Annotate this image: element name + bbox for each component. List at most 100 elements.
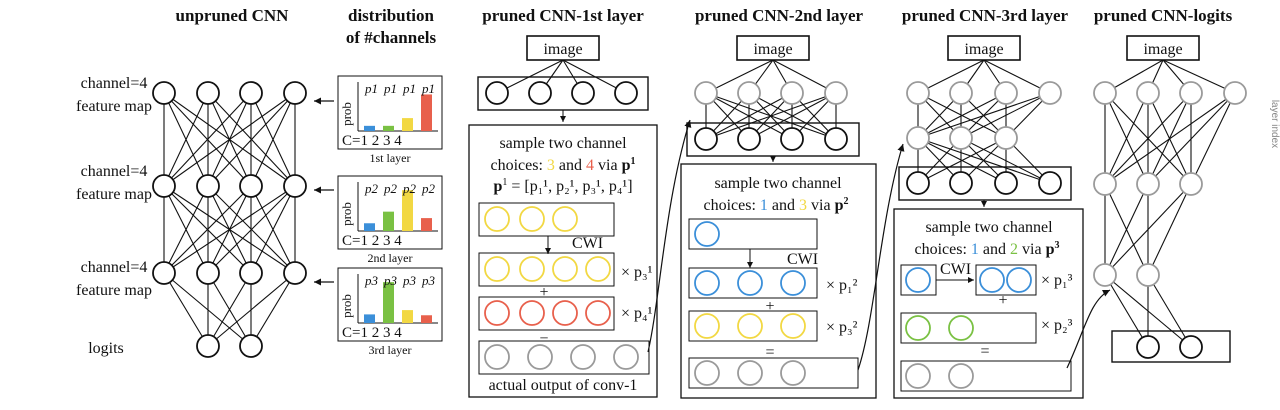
histogram-xlabels: C=1 2 3 4 <box>342 325 402 341</box>
title-pruned-2nd: pruned CNN-2nd layer <box>695 6 864 25</box>
edge <box>207 185 296 274</box>
label-channel-1: channel=4 <box>81 75 148 92</box>
histogram-p-label: p2 <box>421 181 436 196</box>
p1-red-neuron <box>585 300 611 326</box>
unpruned-neuron <box>152 261 176 285</box>
side-index-label: layer index <box>1269 100 1280 148</box>
p1-yellow-neuron <box>484 256 510 282</box>
arrow-box3-to-logits <box>1066 289 1111 369</box>
p3-neuron <box>949 171 973 195</box>
pl-neuron-prev <box>1093 263 1117 287</box>
p3-row-output-frame <box>900 360 1072 392</box>
p1-output-neuron <box>484 344 510 370</box>
box-1-cwi: CWI <box>572 235 603 252</box>
p2-blue-neuron <box>737 270 763 296</box>
p1-image-label: image <box>543 41 582 58</box>
edge <box>1104 92 1192 185</box>
edge <box>1104 92 1236 185</box>
pl-logits-frame <box>1111 330 1231 363</box>
p1-yellow-neuron <box>519 256 545 282</box>
box-1-frame <box>468 124 658 398</box>
title-pruned-3rd: pruned CNN-3rd layer <box>902 6 1069 25</box>
p2-neuron-prev <box>694 81 718 105</box>
p3-neuron <box>994 171 1018 195</box>
histogram-bar <box>364 223 375 231</box>
p2-yellow-neuron <box>780 313 806 339</box>
box-2-line1: sample two channel <box>714 175 842 192</box>
p1-red-neuron <box>519 300 545 326</box>
box-1-mult-a: × p₃¹ <box>621 264 653 281</box>
pl-logit-neuron <box>1136 335 1160 359</box>
pl-neuron-prev <box>1179 172 1203 196</box>
histogram-bar <box>421 315 432 323</box>
histogram-p-label: p1 <box>383 81 397 96</box>
p3-image-label: image <box>964 41 1003 58</box>
histogram-p-label: p2 <box>402 181 417 196</box>
p3-neuron-prev <box>994 81 1018 105</box>
pl-neuron-prev <box>1136 81 1160 105</box>
p3-neuron-prev <box>906 126 930 150</box>
edge <box>1147 274 1192 348</box>
box-1-line1: sample two channel <box>499 135 627 152</box>
p3-green-neuron <box>905 315 931 341</box>
box-1-plus: + <box>539 284 548 301</box>
p2-row-yellow-frame <box>688 310 818 342</box>
box-3-mult-b: × p₂³ <box>1041 317 1073 334</box>
pl-neuron-prev <box>1093 81 1117 105</box>
p3-neuron-prev <box>949 81 973 105</box>
histogram-bar <box>421 94 432 131</box>
label-feature-map-3: feature map <box>76 282 152 299</box>
pruned-network-logits: image <box>1093 35 1247 363</box>
p1-red-neuron <box>552 300 578 326</box>
p2-output-neuron <box>780 360 806 386</box>
box-2-plus: + <box>765 298 774 315</box>
edge <box>163 185 252 274</box>
unpruned-neuron <box>239 174 263 198</box>
histogram-p-label: p1 <box>421 81 435 96</box>
p2-neuron <box>694 127 718 151</box>
p3-neuron-prev <box>1038 81 1062 105</box>
p1-row-yellow4-frame <box>478 252 615 287</box>
unpruned-labels: channel=4 feature map channel=4 feature … <box>76 75 152 357</box>
p1-yellow-neuron <box>552 206 578 232</box>
box-2-cwi: CWI <box>787 251 818 268</box>
pl-logit-neuron <box>1179 335 1203 359</box>
histogram-xlabels: C=1 2 3 4 <box>342 133 402 149</box>
p1-yellow-neuron <box>552 256 578 282</box>
box-1-eq: = <box>539 332 548 349</box>
p2-neuron-prev <box>824 81 848 105</box>
box-2-mult-a: × p₁² <box>826 277 858 294</box>
p2-blue-neuron <box>694 270 720 296</box>
histogram-p-label: p3 <box>421 273 436 288</box>
histogram-bar <box>402 190 413 231</box>
pl-neuron-prev <box>1223 81 1247 105</box>
arrow-box2-to-net3 <box>857 143 905 371</box>
p3-neuron-prev <box>949 126 973 150</box>
edge <box>705 59 774 94</box>
box-1-mult-b: × p₄¹ <box>621 305 653 322</box>
connector-arrows <box>314 97 1111 371</box>
p1-output-neuron <box>527 344 553 370</box>
edge <box>917 137 1007 184</box>
histogram-bar <box>383 211 394 231</box>
p3-blue-neuron <box>1006 267 1032 293</box>
p2-neuron <box>737 127 761 151</box>
edge <box>1147 92 1236 185</box>
unpruned-neuron <box>239 261 263 285</box>
title-unpruned: unpruned CNN <box>176 6 290 25</box>
pruned-network-1st-layer: image <box>477 35 650 375</box>
unpruned-neuron <box>196 261 220 285</box>
p1-neuron <box>528 81 552 105</box>
unpruned-neuron <box>239 81 263 105</box>
p1-output-neuron <box>570 344 596 370</box>
p2-blue-neuron <box>780 270 806 296</box>
pruned-network-2nd-layer: image <box>686 35 860 389</box>
unpruned-neuron <box>196 81 220 105</box>
edge <box>1104 183 1149 276</box>
unpruned-neuron <box>283 261 307 285</box>
box-2nd-layer: sample two channel choices: 1 and 3 via … <box>680 163 877 399</box>
histogram-xlabels: C=1 2 3 4 <box>342 233 402 249</box>
p3-row-blue2-frame <box>975 264 1037 296</box>
